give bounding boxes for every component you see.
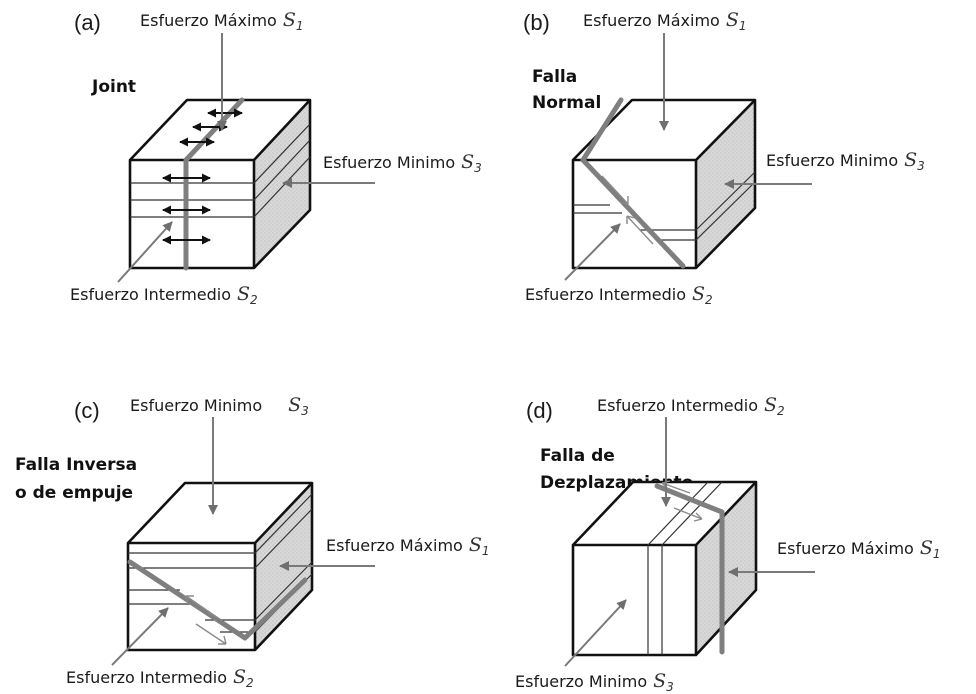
panel-a-title-line-1: Joint (91, 77, 136, 97)
panel-b-title-line-2: Normal (532, 93, 601, 113)
panel-a-tag: (a) (74, 10, 101, 35)
panel-c-title-line-2: o de empuje (15, 483, 133, 503)
panel-b-tag: (b) (523, 10, 550, 35)
panel-c-title-line-1: Falla Inversa (15, 455, 137, 475)
panel-c: (c) Falla Inversa o de empuje Esfuerzo M… (15, 394, 489, 690)
panel-d-title-line-1: Falla de (540, 446, 615, 466)
panel-b-title-line-1: Falla (532, 67, 577, 87)
panel-d-tag: (d) (526, 398, 553, 423)
panel-a: (a) Joint E (70, 9, 482, 307)
panel-c-tag: (c) (74, 398, 100, 423)
panel-d: (d) Falla de Dezplazamiento Esfuerzo Int… (515, 394, 940, 694)
